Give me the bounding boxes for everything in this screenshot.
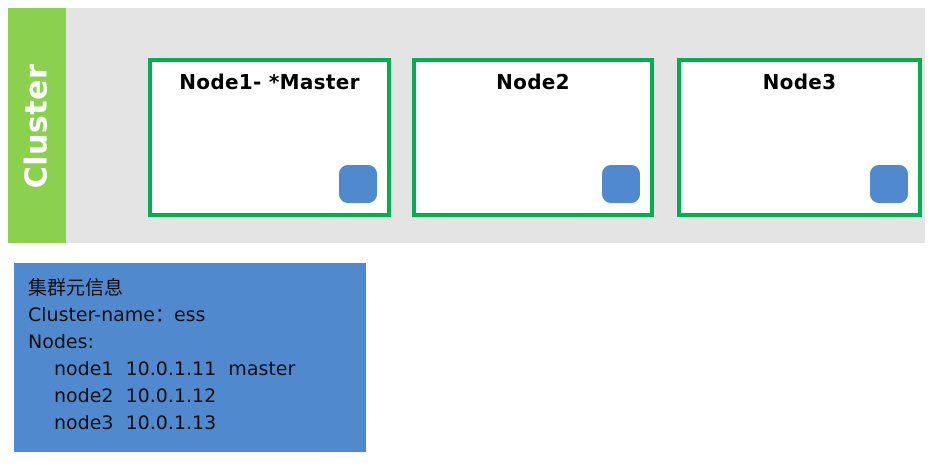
node-title: Node3 [762, 70, 837, 94]
metadata-node-entry: node3 10.0.1.13 [54, 412, 217, 434]
node-box-node1[interactable]: Node1- *Master [148, 58, 391, 217]
node-status-chip[interactable] [602, 165, 640, 203]
metadata-nodes-label: Nodes: [28, 331, 94, 353]
node-status-chip[interactable] [870, 165, 908, 203]
cluster-metadata-box: 集群元信息 Cluster-name：ess Nodes: node1 10.0… [14, 263, 366, 452]
node-title: Node2 [496, 70, 570, 94]
node-status-chip[interactable] [339, 165, 377, 203]
node-title: Node1- *Master [179, 70, 360, 94]
metadata-cluster-name: Cluster-name：ess [28, 304, 206, 326]
node-box-node2[interactable]: Node2 [412, 58, 654, 217]
cluster-sidebar: Cluster [8, 8, 66, 243]
cluster-sidebar-label: Cluster [19, 63, 55, 188]
metadata-node-entry: node1 10.0.1.11 master [54, 358, 296, 380]
node-box-node3[interactable]: Node3 [677, 58, 922, 217]
metadata-heading: 集群元信息 [28, 277, 124, 299]
cluster-panel: Node1- *Master Node2 Node3 [66, 8, 925, 243]
metadata-node-entry: node2 10.0.1.12 [54, 385, 217, 407]
